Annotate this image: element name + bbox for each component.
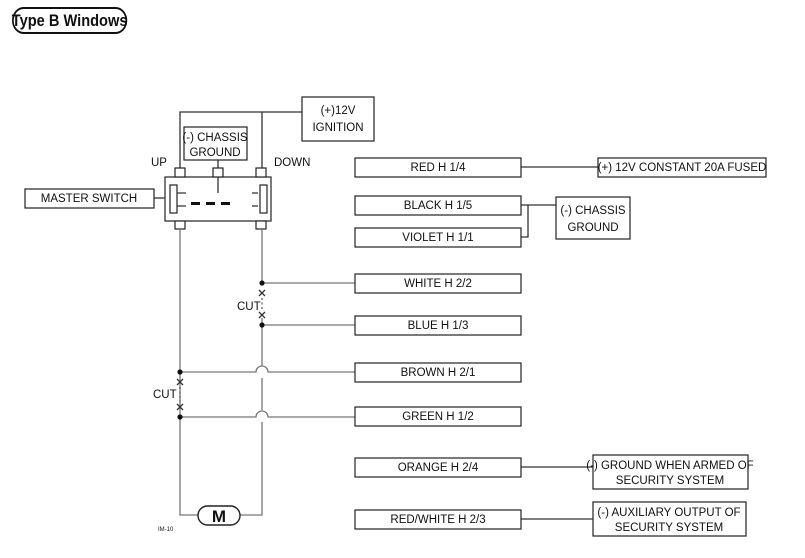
master-switch-label: MASTER SWITCH [41,193,137,205]
cut-marker-upper [258,280,266,328]
wire-box-orange: ORANGE H 2/4 [354,457,522,478]
black-violet-to-ground-wire [521,204,556,238]
ignition-feed-wire [179,111,302,170]
wire-label-brown: BROWN H 2/1 [401,367,476,379]
master-switch-box [24,188,155,209]
ignition-label-line2: IGNITION [312,122,363,134]
chassis-top-label-line2: GROUND [189,147,240,159]
wire-box-green: GREEN H 1/2 [354,406,522,427]
down-leg-wire [240,229,263,516]
master-switch [164,167,272,230]
wire-label-redwhite: RED/WHITE H 2/3 [390,514,485,526]
wire-label-orange: ORANGE H 2/4 [398,462,479,474]
dest-box-chassis-ground: (-) CHASSIS GROUND [555,196,631,240]
cut-label-lower: CUT [153,389,177,401]
dest-label-chassis-line2: GROUND [567,222,618,234]
cut-label-upper: CUT [237,301,261,313]
dest-box-aux-output: (-) AUXILIARY OUTPUT OF SECURITY SYSTEM [592,501,747,537]
chassis-top-label-line1: (-) CHASSIS [182,132,248,144]
dest-box-ground-armed: (-) GROUND WHEN ARMED OF SECURITY SYSTEM [586,454,754,490]
wire-box-black: BLACK H 1/5 [354,195,522,216]
chassis-ground-top-box [183,126,248,161]
cut-marker-lower [176,369,184,420]
up-leg-wire [179,229,198,516]
brown-run [180,365,355,373]
ignition-box [301,96,375,142]
motor-label: M [212,507,226,526]
wire-label-black: BLACK H 1/5 [404,200,472,212]
dest-label-chassis-line1: (-) CHASSIS [560,205,626,217]
up-label: UP [151,157,167,169]
wire-label-green: GREEN H 1/2 [402,411,474,423]
green-run [180,410,355,418]
dest-label-aux-line1: (-) AUXILIARY OUTPUT OF [597,507,740,519]
dest-label-armed-line2: SECURITY SYSTEM [616,475,724,487]
wire-label-red: RED H 1/4 [411,162,467,174]
wire-label-violet: VIOLET H 1/1 [402,232,473,244]
wire-box-blue: BLUE H 1/3 [354,315,522,336]
wire-box-brown: BROWN H 2/1 [354,362,522,383]
motor-symbol: M [197,505,241,526]
wire-box-red: RED H 1/4 [354,157,522,178]
dest-label-constant-fused: (+) 12V CONSTANT 20A FUSED [598,162,767,174]
dest-label-armed-line1: (-) GROUND WHEN ARMED OF [586,460,753,472]
wire-box-white: WHITE H 2/2 [354,273,522,294]
ignition-label-line1: (+)12V [321,105,356,117]
dest-label-aux-line2: SECURITY SYSTEM [615,522,723,534]
wire-box-redwhite: RED/WHITE H 2/3 [354,509,522,530]
down-label: DOWN [274,157,310,169]
wire-label-white: WHITE H 2/2 [404,278,472,290]
diagram-title: Type B Windows [12,7,127,34]
wire-label-blue: BLUE H 1/3 [408,320,469,332]
figure-code: IM-10 [158,527,174,533]
dest-box-constant-fused: (+) 12V CONSTANT 20A FUSED [597,157,767,178]
wire-box-violet: VIOLET H 1/1 [354,227,522,248]
